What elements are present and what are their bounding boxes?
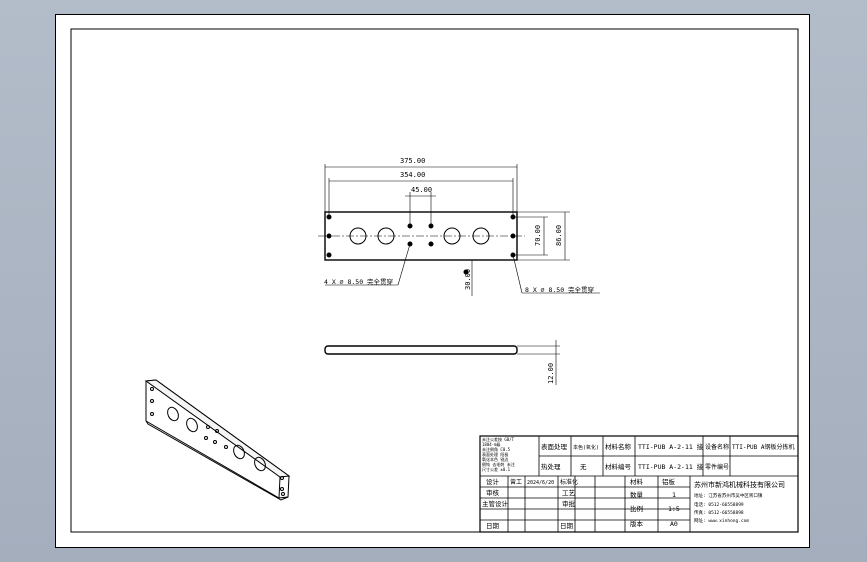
approve2-label: 审批: [562, 499, 576, 508]
inner-border: [70, 28, 799, 533]
hole: [428, 241, 434, 247]
std-label: 标准化: [560, 478, 578, 486]
material-label: 材料名称: [605, 442, 632, 451]
heat-label: 热处理: [541, 462, 561, 471]
dim-12: 12.00: [547, 363, 555, 384]
dim-86: 86.00: [555, 225, 563, 246]
note-line: 未注倒角 C0.5: [482, 446, 511, 452]
heat-value: 无: [580, 463, 587, 471]
part-no-label: 零件编号: [705, 463, 729, 471]
note-b: 8 X ⌀ 8.50 完全贯穿: [525, 285, 594, 294]
weight-value: 铝板: [662, 477, 676, 486]
hole: [326, 214, 332, 220]
title-block: [479, 435, 799, 533]
hole: [326, 252, 332, 258]
project-value: TTI-PUB A钢板分拣机: [732, 443, 795, 451]
dim-45: 45.00: [411, 186, 432, 194]
material-no-label: 材料编号: [605, 462, 632, 471]
design-date: 2024/6/20: [527, 480, 554, 486]
surface-value: 本色(氧化): [573, 444, 599, 451]
company-phone: 电话: 0512-66558899: [694, 501, 744, 508]
check-label: 审核: [486, 488, 500, 497]
note-line: 表面处理 阳极: [482, 451, 508, 457]
note-line: 未注公差按 GB/T: [482, 436, 515, 442]
date-label-2: 日期: [560, 522, 574, 530]
side-outline: [324, 345, 518, 355]
note-line: 氧化本色 锐边: [482, 456, 508, 462]
design-name: 曾工: [510, 478, 522, 486]
notes-group: 未注公差按 GB/T 1804-m级 未注倒角 C0.5 表面处理 阳极 氧化本…: [482, 436, 515, 472]
note-line: 1804-m级: [482, 441, 500, 447]
process-label: 工艺: [562, 489, 576, 497]
scale-label: 比例: [630, 504, 643, 513]
note-a: 4 X ⌀ 8.50 完全贯穿: [324, 277, 393, 286]
front-view: [318, 164, 600, 296]
company-address: 地址: 江苏省苏州市吴中区胥口镇: [694, 492, 763, 499]
dim-375: 375.00: [400, 157, 425, 165]
hole: [428, 223, 434, 229]
qty-value: 1: [672, 491, 676, 499]
sheet-label: 版本: [630, 519, 644, 528]
hole: [463, 269, 469, 275]
company-fax: 传真: 0512-66558898: [694, 509, 744, 516]
sheet-value: A0: [670, 520, 678, 528]
approve-label: 主管设计: [482, 499, 509, 508]
dim-70: 70.00: [534, 225, 542, 246]
project-label: 设备名称: [705, 443, 729, 451]
company-name: 苏州市新鸿机械科技有限公司: [694, 480, 785, 489]
note-line: 倒钝 去毛刺 未注: [482, 461, 515, 467]
date-label: 日期: [486, 522, 500, 530]
dim-30: 30.00: [464, 269, 472, 290]
surface-label: 表面处理: [541, 442, 568, 451]
note-line: 尺寸公差 ±0.1: [482, 466, 511, 472]
qty-label: 数量: [630, 490, 644, 499]
hole: [407, 223, 413, 229]
iso-view: [144, 379, 291, 501]
drawing-name: TTI-PUB A-2-11 接: [638, 442, 704, 451]
weight-label: 材料: [630, 477, 644, 486]
scale-value: 1:5: [668, 505, 680, 513]
side-view: [324, 340, 560, 385]
dim-354: 354.00: [400, 171, 425, 179]
company-web: 网址: www.xinhong.com: [694, 517, 749, 524]
design-label: 设计: [486, 477, 500, 486]
drawing-no: TTI-PUB A-2-11 接: [638, 462, 704, 471]
